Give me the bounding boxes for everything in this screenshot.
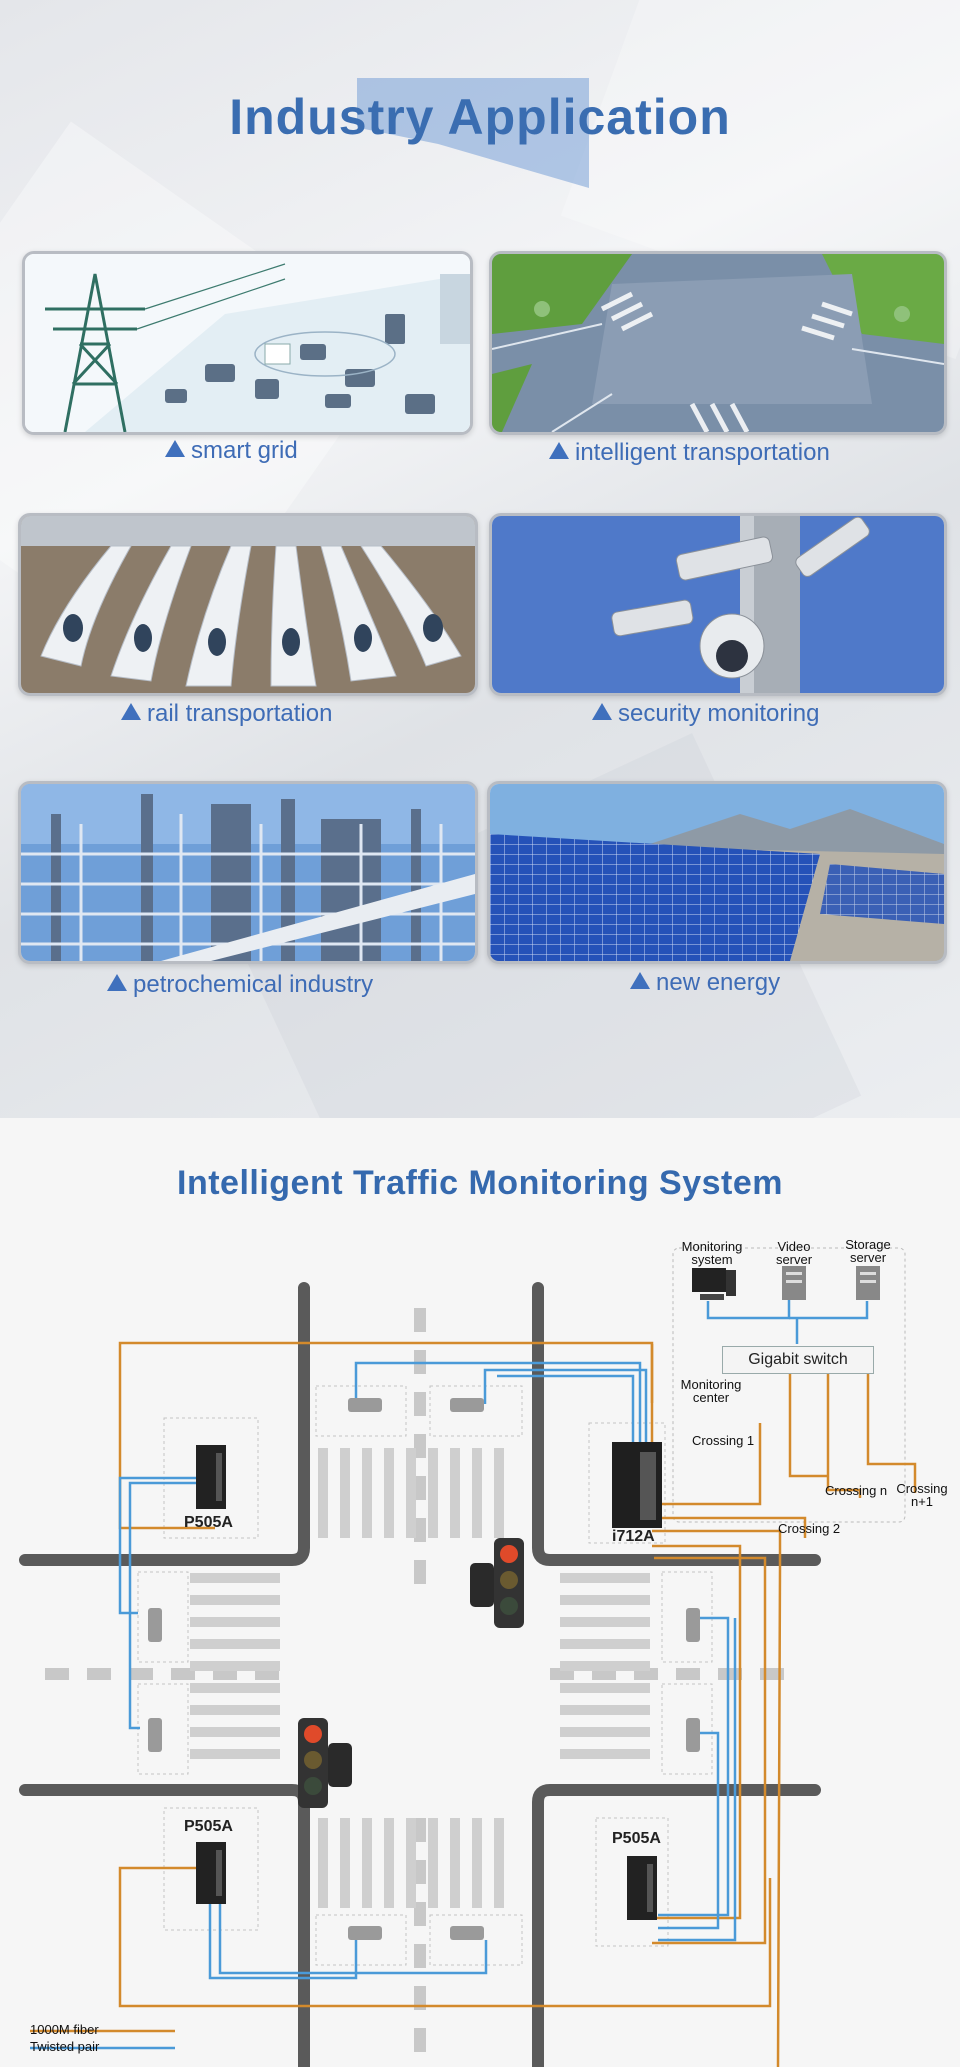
switch-p505a-bottom-left-icon [196,1842,226,1904]
device-label-top-right: i712A [612,1528,655,1545]
legend: 1000M fiber Twisted pair [30,2021,99,2055]
caption-petrochemical-industry: petrochemical industry [107,971,373,999]
card-petrochemical-industry[interactable] [18,781,478,964]
monitoring-center-label: Monitoring center [680,1377,742,1405]
monitoring-computer-icon [692,1268,736,1300]
switch-p505a-bottom-right-icon [627,1856,657,1920]
monitoring-system-label: Monitoring system [681,1239,743,1267]
card-intelligent-transportation[interactable] [489,251,947,435]
fiber-links [30,1341,917,2067]
caption-security-monitoring: security monitoring [592,700,819,728]
twisted-pair-links [30,1298,869,2050]
page-title: Industry Application [229,89,731,145]
triangle-icon [121,703,141,720]
smart-grid-image [25,254,470,432]
storage-server-label: Storage server [845,1237,891,1265]
crossing-n-label: Crossing n [825,1483,888,1498]
monitoring-center-box [672,1247,906,1523]
crosswalks [190,1448,650,1908]
diagram-title: Intelligent Traffic Monitoring System [177,1164,783,1202]
device-label-bottom-right: P505A [612,1830,661,1847]
traffic-monitoring-section: Intelligent Traffic Monitoring System Mo… [0,1118,960,2067]
device-label-top-left: P505A [184,1514,233,1531]
caption-smart-grid: smart grid [165,437,298,465]
camera-icons [148,1398,700,1940]
caption-intelligent-transportation: intelligent transportation [549,439,830,467]
legend-twisted-pair: Twisted pair [30,2039,100,2054]
traffic-network-diagram [19,1247,917,2067]
storage-server-icon [856,1266,880,1300]
caption-text: intelligent transportation [575,439,830,466]
triangle-icon [107,974,127,991]
gigabit-switch-box: Gigabit switch [722,1346,874,1374]
caption-text: security monitoring [618,700,820,727]
caption-text: rail transportation [147,700,333,727]
high-speed-trains-image [21,516,475,693]
intersection-image [492,254,944,432]
crossing-1-label: Crossing 1 [692,1433,755,1448]
triangle-icon [630,972,650,989]
traffic-light-icon [298,1718,352,1808]
device-label-bottom-left: P505A [184,1818,233,1835]
triangle-icon [549,442,569,459]
card-smart-grid[interactable] [22,251,473,435]
refinery-image [21,784,475,961]
industry-application-section: Industry Application [0,0,960,1118]
caption-text: smart grid [191,437,298,464]
caption-text: new energy [656,969,781,996]
video-server-icon [782,1266,806,1300]
triangle-icon [592,703,612,720]
card-rail-transportation[interactable] [18,513,478,696]
road-center-lines [45,1308,800,2067]
caption-rail-transportation: rail transportation [121,700,332,728]
caption-text: petrochemical industry [133,971,374,998]
caption-new-energy: new energy [630,969,780,997]
card-security-monitoring[interactable] [489,513,947,696]
crossing-2-label: Crossing 2 [778,1521,841,1536]
traffic-light-icon [470,1538,524,1628]
crossing-n1-label: Crossing n+1 [896,1481,948,1509]
video-server-label: Video server [775,1239,813,1267]
switch-p505a-top-left-icon [196,1445,226,1509]
switch-i712a-icon [612,1442,662,1528]
solar-panels-image [490,784,944,961]
cctv-cameras-image [492,516,944,693]
legend-fiber: 1000M fiber [30,2022,99,2037]
card-new-energy[interactable] [487,781,947,964]
triangle-icon [165,440,185,457]
